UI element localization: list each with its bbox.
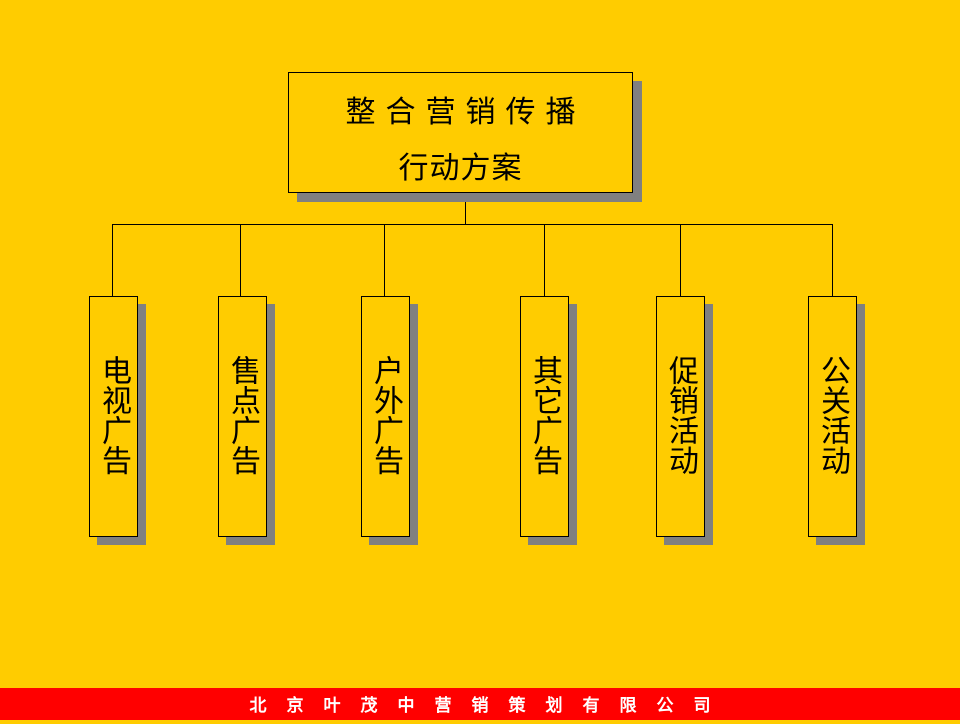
child-node-pr: 公关活动: [808, 296, 857, 537]
child-label: 其它广告: [527, 355, 562, 475]
child-node-other-ads: 其它广告: [520, 296, 569, 537]
root-title-line1: 整合营销传播: [345, 95, 586, 130]
connector-child-3: [384, 224, 385, 296]
child-node-pos-ads: 售点广告: [218, 296, 267, 537]
child-label: 促销活动: [663, 355, 698, 475]
root-title-line2: 行动方案: [398, 151, 523, 186]
child-label: 电视广告: [96, 355, 131, 475]
connector-child-5: [680, 224, 681, 296]
connector-child-4: [544, 224, 545, 296]
root-node: 整合营销传播 行动方案: [288, 72, 633, 193]
connector-child-2: [240, 224, 241, 296]
connector-child-1: [112, 224, 113, 296]
child-node-promotion: 促销活动: [656, 296, 705, 537]
child-label: 公关活动: [815, 355, 850, 475]
footer-company-name: 北京叶茂中营销策划有限公司: [0, 688, 960, 720]
child-node-tv-ads: 电视广告: [89, 296, 138, 537]
connector-root-down: [465, 193, 466, 224]
connector-horizontal: [112, 224, 833, 225]
connector-child-6: [832, 224, 833, 296]
child-label: 户外广告: [368, 355, 403, 475]
child-label: 售点广告: [225, 355, 260, 475]
child-node-outdoor-ads: 户外广告: [361, 296, 410, 537]
